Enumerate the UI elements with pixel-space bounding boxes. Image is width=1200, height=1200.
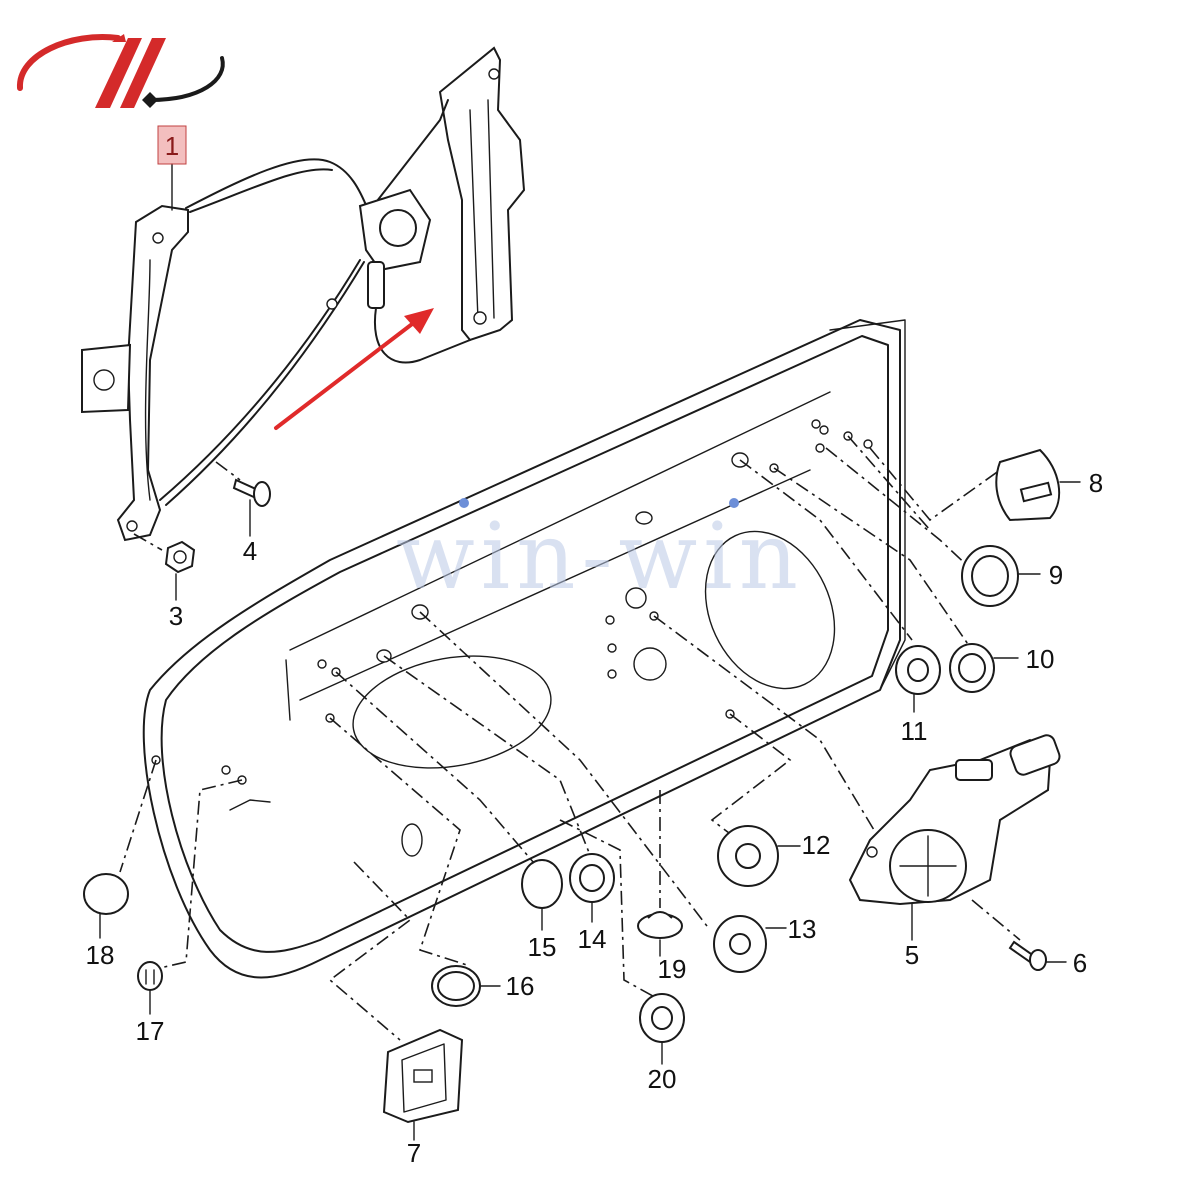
part-18-seal (83, 873, 129, 915)
part-6-screw (1008, 940, 1047, 971)
part-number-8: 8 (1089, 468, 1103, 498)
part-3-nut (164, 540, 196, 574)
part-number-5: 5 (905, 940, 919, 970)
part-number-15: 15 (528, 932, 557, 962)
part-7-control-module (382, 1028, 464, 1124)
label-leader-lines (99, 163, 1081, 1141)
part-number-18: 18 (86, 940, 115, 970)
part-number-7: 7 (407, 1138, 421, 1168)
part-number-11: 11 (901, 716, 928, 746)
highlight-arrow (274, 308, 434, 430)
part-number-1-tag: 1 (157, 125, 187, 165)
part-number-16: 16 (506, 971, 535, 1001)
part-number-14: 14 (578, 924, 607, 954)
part-number-9: 9 (1049, 560, 1063, 590)
part-8-cap (995, 448, 1061, 522)
part-9-grommet (961, 545, 1019, 607)
watermark-text: win-win (396, 503, 804, 610)
part-number-1: 1 (165, 131, 179, 161)
part-13-plug (713, 915, 767, 973)
part-number-3: 3 (169, 601, 183, 631)
window-regulator (81, 46, 526, 542)
part-number-6: 6 (1073, 948, 1087, 978)
part-14-grommet (569, 853, 615, 903)
part-11-plug (895, 645, 941, 695)
part-12-plug (717, 825, 779, 887)
part-number-20: 20 (648, 1064, 677, 1094)
part-number-10: 10 (1026, 644, 1055, 674)
part-15-plug (521, 859, 563, 909)
win-win-logo (16, 34, 225, 108)
part-number-4: 4 (243, 536, 257, 566)
part-number-19: 19 (658, 954, 687, 984)
part-19-plug (637, 911, 683, 939)
part-4-bolt (232, 478, 271, 507)
part-10-grommet (949, 643, 995, 693)
watermark: win-win (396, 498, 804, 610)
assembly-leader-lines (119, 435, 1021, 1041)
part-number-17: 17 (136, 1016, 165, 1046)
part-5-window-motor (848, 734, 1061, 906)
part-number-13: 13 (788, 914, 817, 944)
part-20-grommet (639, 993, 685, 1043)
part-number-12: 12 (802, 830, 831, 860)
part-16-plug (431, 965, 481, 1007)
part-17-clip (137, 961, 163, 991)
